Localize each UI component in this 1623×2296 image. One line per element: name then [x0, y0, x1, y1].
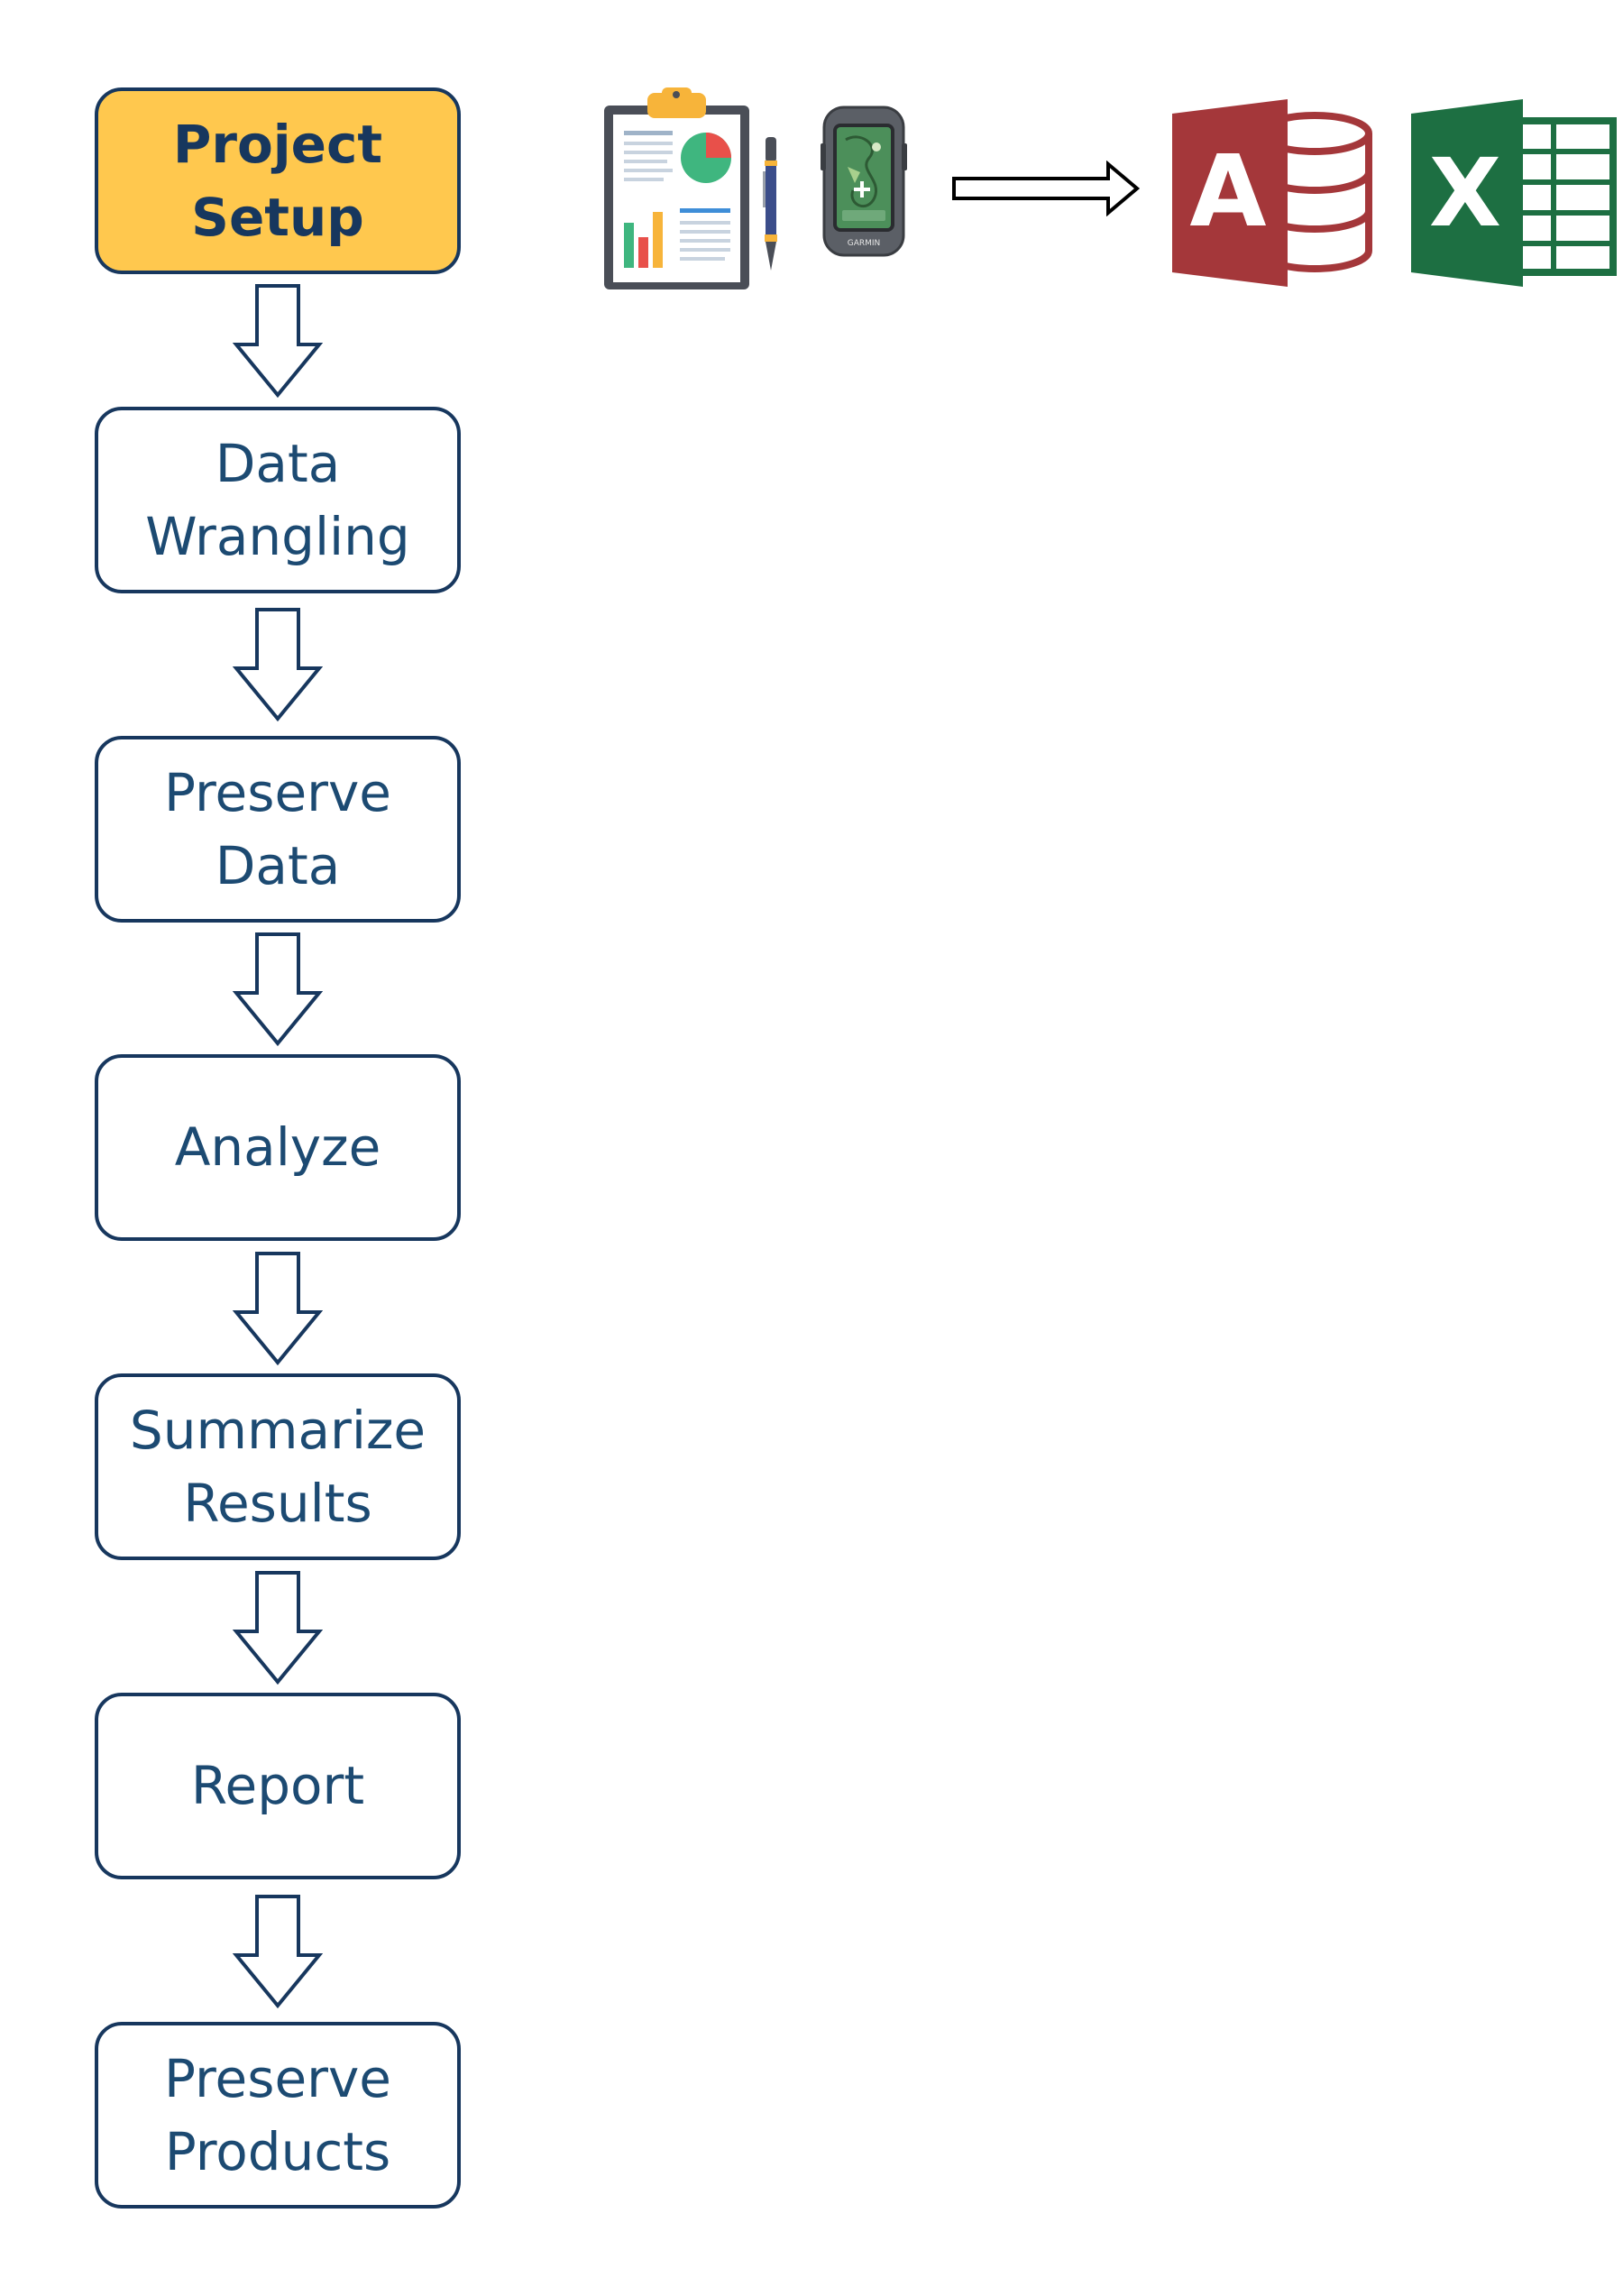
step-project-setup: Project Setup	[95, 87, 461, 274]
excel-spreadsheet-icon: X	[1411, 99, 1617, 287]
down-arrow-icon	[233, 1252, 323, 1366]
down-arrow-icon	[233, 608, 323, 722]
down-arrow-icon	[233, 284, 323, 399]
step-preserve-data: Preserve Data	[95, 736, 461, 923]
step-data-wrangling: Data Wrangling	[95, 407, 461, 593]
down-arrow-icon	[233, 932, 323, 1047]
gps-device-icon: GARMIN	[821, 106, 907, 257]
step-label: Data Wrangling	[145, 432, 410, 567]
step-label: Preserve Data	[164, 761, 391, 896]
step-report: Report	[95, 1693, 461, 1879]
step-summarize-results: Summarize Results	[95, 1373, 461, 1560]
step-label: Analyze	[174, 1116, 381, 1178]
down-arrow-icon	[233, 1895, 323, 2009]
step-label: Report	[190, 1755, 365, 1816]
access-database-icon: A	[1172, 99, 1372, 287]
access-letter: A	[1189, 133, 1266, 249]
step-label: Preserve Products	[164, 2047, 391, 2182]
pen-icon	[763, 137, 777, 271]
clipboard-report-icon	[604, 87, 749, 289]
step-label: Summarize Results	[129, 1399, 426, 1534]
step-analyze: Analyze	[95, 1054, 461, 1241]
excel-letter: X	[1429, 138, 1501, 248]
step-preserve-products: Preserve Products	[95, 2022, 461, 2209]
down-arrow-icon	[233, 1571, 323, 1685]
right-arrow-icon	[952, 161, 1141, 216]
step-label: Project Setup	[172, 113, 383, 248]
gps-brand-text: GARMIN	[848, 239, 881, 248]
